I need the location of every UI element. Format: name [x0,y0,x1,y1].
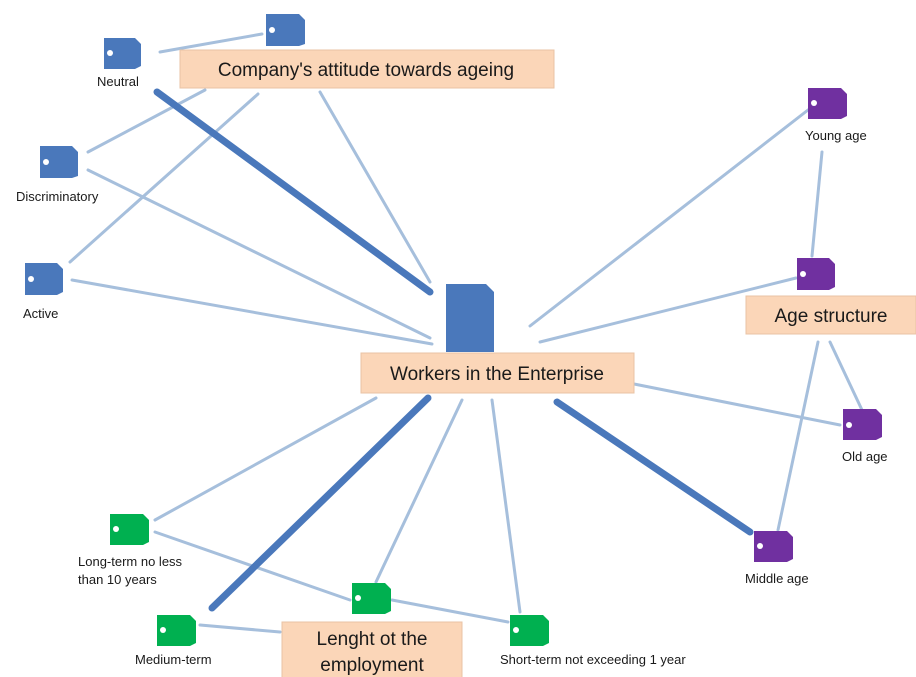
employment-label-line-2: employment [320,655,424,676]
edge-center-medium-thick [208,394,432,612]
node-old-age[interactable]: Old age [842,409,888,464]
category-employment[interactable]: Lenght ot the employment [281,583,463,677]
edge-center-short [490,398,522,614]
node-label-young-age: Young age [805,128,867,143]
node-active[interactable]: Active [23,263,63,321]
edge-attitude-box-center [318,90,432,284]
age-label: Age structure [775,306,888,327]
tag-icon [25,263,63,295]
node-young-age[interactable]: Young age [805,88,867,143]
employment-label-box [281,621,463,677]
node-label-discriminatory: Discriminatory [16,189,99,204]
edge-young-age-tag [810,150,824,258]
tag-icon [110,514,149,545]
tag-icon [40,146,78,178]
employment-label-line-1: Lenght ot the [317,629,428,650]
edge-young-center [528,108,810,328]
edge-discriminatory-center [86,168,432,340]
tag-icon [266,14,305,46]
attitude-label-box [179,49,555,89]
edge-center-middle-thick [553,398,754,536]
edge-discriminatory-attitude-box [86,88,207,154]
tag-icon [157,615,196,646]
node-short-term[interactable]: Short-term not exceeding 1 year [500,615,686,667]
center-label: Workers in the Enterprise [390,364,604,385]
edge-neutral-attitude-tag [158,32,264,54]
thick-edges [153,88,754,612]
edge-age-box-middle [776,340,820,532]
tag-icon [352,583,391,614]
node-middle-age[interactable]: Middle age [745,531,809,586]
edge-age-box-old [828,340,864,412]
category-attitude[interactable]: Company's attitude towards ageing [179,14,555,89]
node-discriminatory[interactable]: Discriminatory [16,146,99,204]
age-label-box [745,295,916,335]
node-label-long-term-line-2: than 10 years [78,572,157,587]
category-age[interactable]: Age structure [745,258,916,335]
node-label-short-term: Short-term not exceeding 1 year [500,652,686,667]
node-label-neutral: Neutral [97,74,139,89]
node-long-term[interactable]: Long-term no less than 10 years [78,514,183,587]
center-label-box [360,352,635,394]
node-label-old-age: Old age [842,449,888,464]
node-medium-term[interactable]: Medium-term [135,615,212,667]
edge-medium-employment-box [198,623,282,634]
attitude-label: Company's attitude towards ageing [218,60,514,81]
tag-icon [797,258,835,290]
tag-icon [104,38,141,69]
node-label-middle-age: Middle age [745,571,809,586]
node-label-active: Active [23,306,58,321]
edge-age-tag-center [538,276,798,344]
edge-employment-tag-short [390,598,510,624]
tag-icon [843,409,882,440]
edge-center-employment-tag [374,398,464,584]
node-label-long-term-line-1: Long-term no less [78,554,183,569]
node-label-medium-term: Medium-term [135,652,212,667]
document-icon [446,284,494,352]
edge-neutral-center-thick [153,88,434,296]
edge-active-attitude-box [68,92,260,264]
center-node[interactable]: Workers in the Enterprise [360,284,635,394]
edge-center-long-term [153,396,378,522]
tag-icon [808,88,847,119]
edge-center-old [632,382,842,427]
tag-icon [510,615,549,646]
tag-icon [754,531,793,562]
edge-active-center [70,278,434,346]
node-neutral[interactable]: Neutral [97,38,141,89]
